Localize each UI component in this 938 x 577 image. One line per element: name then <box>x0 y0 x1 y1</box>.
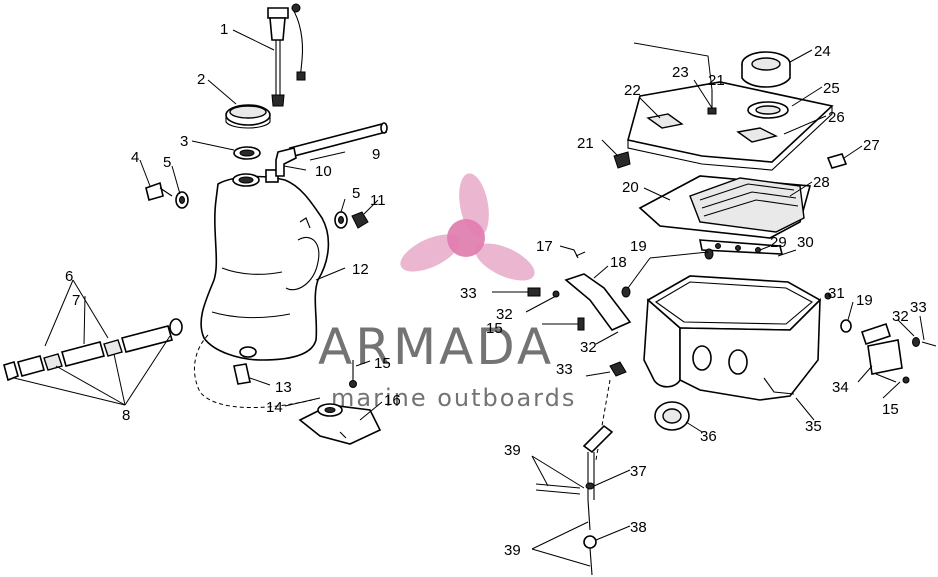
bolt-bracket-lower <box>585 361 627 377</box>
airbox-base <box>643 275 822 401</box>
filter-bracket <box>699 239 784 255</box>
callout-1: 1 <box>220 21 228 38</box>
tank-seal <box>233 146 261 160</box>
callout-38: 38 <box>630 519 647 536</box>
callout-36: 36 <box>700 428 717 445</box>
side-bracket <box>860 322 903 375</box>
callout-12: 12 <box>352 261 369 278</box>
callout-14: 14 <box>266 399 283 416</box>
callout-11: 11 <box>370 192 386 209</box>
callout-28: 28 <box>813 174 830 191</box>
callout-35: 35 <box>805 418 822 435</box>
callout-32-right: 32 <box>892 308 909 325</box>
callout-31: 31 <box>828 285 845 302</box>
callout-39-top: 39 <box>504 442 521 459</box>
callout-29: 29 <box>770 234 787 251</box>
vent-hose <box>288 122 388 157</box>
callout-33-right: 33 <box>910 299 927 316</box>
oil-tank <box>194 169 330 409</box>
callout-10: 10 <box>315 163 332 180</box>
bracket-screw-right <box>875 373 910 384</box>
callout-30: 30 <box>797 234 814 251</box>
side-plug <box>824 292 832 300</box>
propeller-logo-icon <box>400 173 535 281</box>
callout-13: 13 <box>275 379 292 396</box>
intake-boot <box>741 51 791 88</box>
bolt-left <box>145 181 173 201</box>
tank-cap <box>225 104 271 129</box>
leader-lines <box>13 29 925 567</box>
callout-23: 23 <box>672 64 689 81</box>
hose-clamp <box>826 153 848 169</box>
watermark-tagline: marine outboards <box>331 384 576 412</box>
callout-24: 24 <box>814 43 831 60</box>
tank-outlet-fitting <box>233 346 257 385</box>
callout-5-right: 5 <box>352 185 360 202</box>
callout-34: 34 <box>832 379 849 396</box>
callout-18: 18 <box>610 254 627 271</box>
bracket-screw <box>542 317 585 331</box>
callout-25: 25 <box>823 80 840 97</box>
callout-5-left: 5 <box>163 154 171 171</box>
airbox-cover <box>627 81 834 171</box>
side-bolt-right <box>921 341 937 347</box>
air-filter-element <box>689 177 805 233</box>
callout-9: 9 <box>372 146 380 163</box>
callout-33-middle: 33 <box>556 361 573 378</box>
callout-39-bottom: 39 <box>504 542 521 559</box>
side-nut-right <box>912 337 920 347</box>
callout-17: 17 <box>536 238 553 255</box>
drain-hose <box>535 379 614 576</box>
dipstick-tube <box>267 3 306 107</box>
callout-19-top: 19 <box>630 238 647 255</box>
washer-left <box>175 191 189 209</box>
callout-22: 22 <box>624 82 641 99</box>
callout-15-left: 15 <box>374 355 391 372</box>
hose-elbow <box>275 147 297 177</box>
callout-19-right: 19 <box>856 292 873 309</box>
callout-27: 27 <box>863 137 880 154</box>
nut-right <box>351 211 369 229</box>
washer-right <box>334 211 348 229</box>
callout-15-middle: 15 <box>486 320 503 337</box>
callout-3: 3 <box>180 133 188 150</box>
watermark-brand: ARMADA <box>318 318 554 376</box>
callout-32-middle: 32 <box>580 339 597 356</box>
callout-15-right: 15 <box>882 401 899 418</box>
callout-21-left: 21 <box>577 135 594 152</box>
grommet-top <box>621 248 714 298</box>
grommet-right <box>840 319 852 333</box>
callout-16: 16 <box>384 392 401 409</box>
callout-32-left: 32 <box>496 306 513 323</box>
callout-20: 20 <box>622 179 639 196</box>
airbox-grommet <box>654 401 690 431</box>
callout-26: 26 <box>828 109 845 126</box>
callout-21-top: 21 <box>708 72 725 89</box>
callout-4: 4 <box>131 149 139 166</box>
callout-2: 2 <box>197 71 205 88</box>
retainer-clip <box>559 245 579 259</box>
mount-screw <box>349 360 357 388</box>
callout-7: 7 <box>72 292 80 309</box>
bolt-bracket-left <box>492 287 560 298</box>
callout-6: 6 <box>65 268 73 285</box>
tank-mount-bracket <box>298 403 382 445</box>
fuel-line-assembly <box>3 318 183 382</box>
callout-labels: 1 2 3 4 5 5 6 7 8 9 10 11 12 13 14 15 15… <box>65 21 927 559</box>
callout-8: 8 <box>122 407 130 424</box>
watermark: ARMADA marine outboards <box>318 173 576 412</box>
callout-37: 37 <box>630 463 647 480</box>
mounting-bracket <box>564 273 632 331</box>
callout-33-left: 33 <box>460 285 477 302</box>
